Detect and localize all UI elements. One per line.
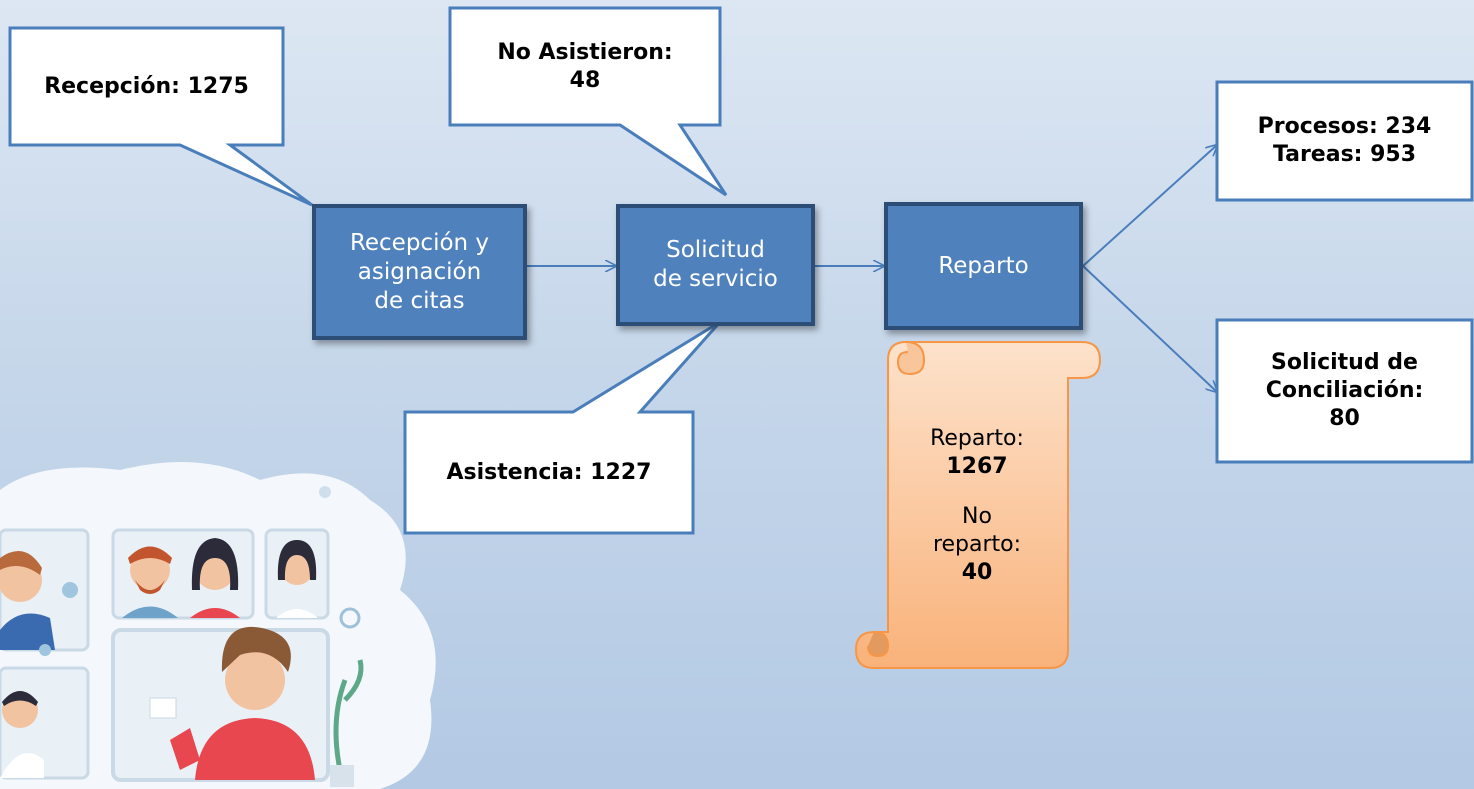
reception-callout: Recepción: 1275 (12, 30, 281, 143)
process-box-distribution-label: Reparto (938, 252, 1029, 279)
reparto-label: Reparto: (930, 426, 1024, 451)
reception-callout-shape (8, 26, 313, 207)
processes-tasks-note: Procesos: 234 Tareas: 953 (1219, 84, 1470, 198)
no-show-text: No Asistieron: 48 (497, 39, 673, 93)
process-box-reception: Recepción y asignación de citas (312, 204, 527, 340)
process-box-service-request-label: Solicitud de servicio (653, 237, 778, 292)
reparto-scroll: Reparto: 1267 No reparto: 40 (888, 425, 1066, 655)
no-reparto-value: 40 (961, 560, 993, 585)
process-box-distribution: Reparto (884, 202, 1083, 330)
no-show-callout: No Asistieron: 48 (452, 10, 718, 123)
video-call-illustration (0, 462, 436, 789)
reception-count-text: Recepción: 1275 (44, 73, 249, 99)
no-reparto-label-line2: reparto: (932, 532, 1022, 557)
process-box-service-request: Solicitud de servicio (616, 204, 815, 326)
attendance-callout: Asistencia: 1227 (407, 414, 691, 531)
conciliation-note-shape (1215, 318, 1474, 464)
arrow-distribution-to-conciliation (1082, 265, 1217, 392)
attendance-text: Asistencia: 1227 (446, 459, 652, 485)
reparto-value: 1267 (946, 454, 1008, 479)
conciliation-text: Solicitud de Conciliación: 80 (1265, 350, 1424, 431)
arrow-distribution-to-processes (1082, 145, 1217, 267)
no-show-callout-shape (448, 6, 728, 197)
process-box-reception-label: Recepción y asignación de citas (349, 229, 490, 314)
conciliation-note: Solicitud de Conciliación: 80 (1219, 322, 1470, 460)
reparto-scroll-shape (854, 341, 1102, 669)
processes-tasks-text: Procesos: 234 Tareas: 953 (1257, 114, 1432, 167)
no-reparto-label-line1: No (962, 504, 992, 529)
attendance-callout-shape (403, 320, 722, 535)
processes-tasks-note-shape (1215, 80, 1474, 202)
